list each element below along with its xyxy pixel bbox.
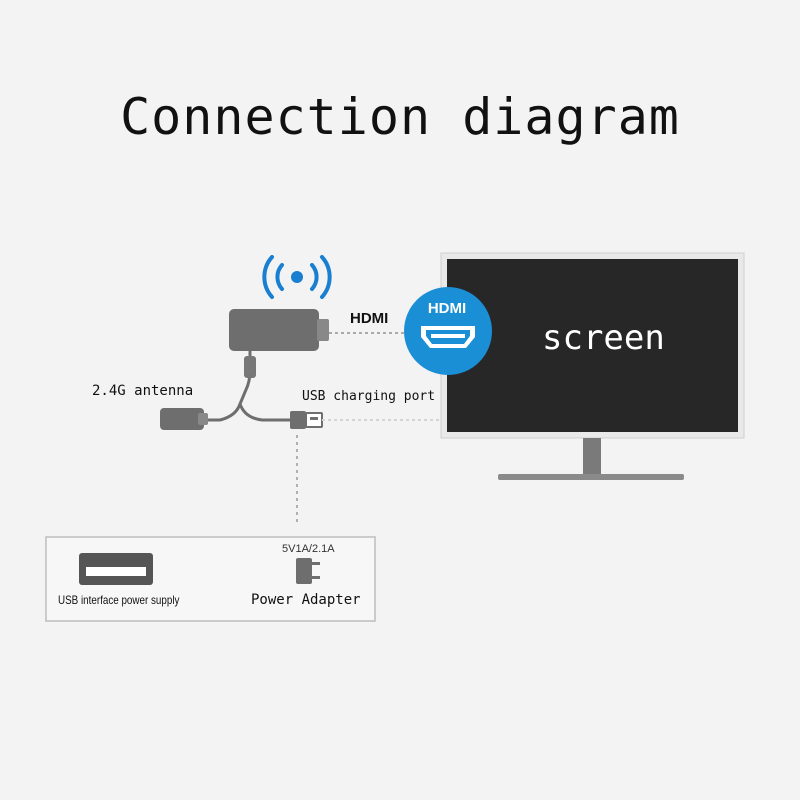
usb-power-supply-label: USB interface power supply [58,593,180,607]
hdmi-dongle [229,309,329,351]
usb-port-icon [79,553,153,585]
usb-plug [290,411,323,429]
hdmi-badge-label: HDMI [427,300,467,317]
monitor-stand-base [498,474,684,480]
hdmi-badge [404,287,492,375]
hdmi-port-icon [421,326,475,348]
power-adapter-plug-icon [296,558,320,584]
wifi-signal-icon [262,255,332,299]
power-supply-box [45,536,376,622]
power-adapter-label: Power Adapter [251,592,361,608]
monitor-stand-neck [583,438,601,476]
monitor-screen [447,259,738,432]
monitor [440,252,745,480]
voltage-label: 5V1A/2.1A [282,543,335,555]
screen-label: screen [542,318,665,358]
antenna-label: 2.4G antenna [92,383,194,399]
hdmi-cable-label: HDMI [350,310,389,327]
page-title: Connection diagram [120,88,680,146]
antenna-connector [160,408,208,430]
cable-connector [244,356,256,378]
charging-cable [238,403,292,422]
usb-charging-port-label: USB charging port [302,389,436,404]
